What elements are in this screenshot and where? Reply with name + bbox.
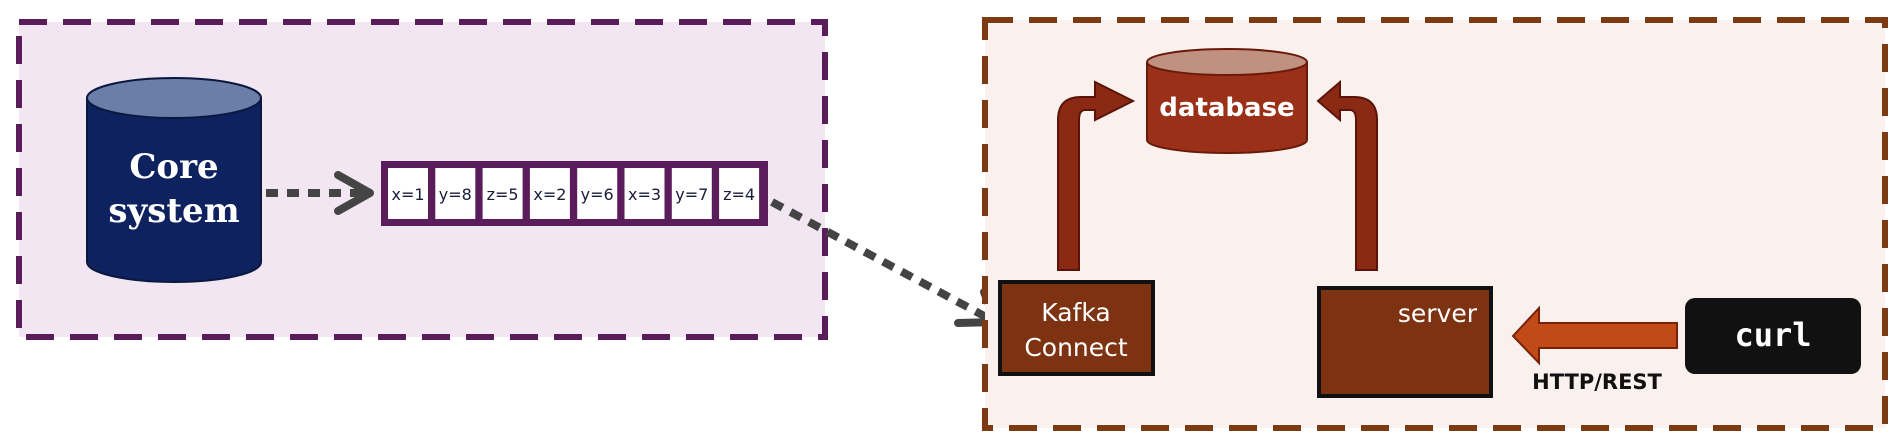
queue-cell <box>577 168 618 219</box>
server-box: server <box>1317 286 1493 398</box>
message-queue: x=1 y=8 z=5 x=2 y=6 x=3 y=7 z=4 <box>381 161 768 226</box>
http-rest-label: HTTP/REST <box>1532 370 1662 394</box>
queue-cell <box>671 168 712 219</box>
core-system-label-line2: system <box>108 191 239 231</box>
database-label: database <box>1159 93 1294 123</box>
curl-to-server-arrow <box>1511 305 1678 366</box>
server-to-database-arrow <box>1316 79 1378 271</box>
kafka-to-database-arrow <box>1057 80 1136 271</box>
kafka-connect-box: Kafka Connect <box>998 280 1155 376</box>
core-to-queue-arrowhead <box>334 171 374 215</box>
database-cylinder: database <box>1146 48 1308 154</box>
curl-label: curl <box>1734 316 1811 354</box>
queue-cell-label: x=3 <box>628 185 661 204</box>
kafka-connect-label-line1: Kafka <box>1041 298 1110 327</box>
queue-cell <box>388 168 428 219</box>
queue-cell-label: y=6 <box>581 185 614 204</box>
core-system-cylinder-top <box>86 77 262 119</box>
queue-cell-label: y=8 <box>439 185 472 204</box>
queue-cell-label: x=2 <box>533 185 566 204</box>
queue-cell-label: y=7 <box>675 185 708 204</box>
queue-cell-label: z=4 <box>723 185 755 204</box>
queue-cell <box>529 168 570 219</box>
core-system-label-line1: Core <box>129 147 218 187</box>
queue-cell-label: z=5 <box>487 185 519 204</box>
queue-cell <box>435 168 476 219</box>
kafka-connect-label-line2: Connect <box>1024 333 1128 362</box>
queue-cell <box>719 168 760 219</box>
core-system-cylinder: Core system <box>86 77 262 283</box>
queue-cell <box>624 168 665 219</box>
queue-cell-label: x=1 <box>391 185 424 204</box>
queue-cell <box>482 168 523 219</box>
curl-badge: curl <box>1685 298 1861 374</box>
database-cylinder-top <box>1146 48 1308 76</box>
server-label: server <box>1398 299 1478 328</box>
